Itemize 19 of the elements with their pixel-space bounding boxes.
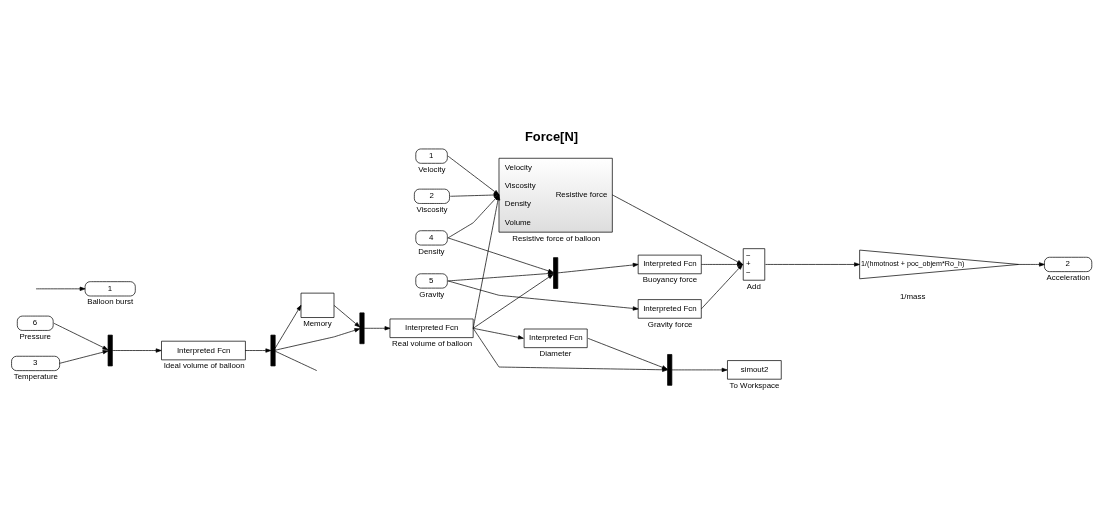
node-label: Ideal volume of balloon <box>163 360 245 370</box>
diagram-title: Force[N] <box>524 128 579 144</box>
node-label: Pressure <box>19 331 51 341</box>
node-label: Density <box>418 246 445 256</box>
node-label: To Workspace <box>729 380 780 390</box>
node-label: Balloon burst <box>87 296 134 306</box>
node-label: Add <box>746 281 761 291</box>
node-label: Memory <box>303 318 332 328</box>
node-label: Velocity <box>418 164 446 174</box>
node-label: Viscosity <box>416 204 448 214</box>
node-label: Acceleration <box>1046 272 1090 282</box>
node-label: Temperature <box>13 371 58 381</box>
node-label: 1/mass <box>899 291 926 301</box>
node-label: Gravity force <box>647 319 693 329</box>
node-label: Buoyancy force <box>642 274 698 284</box>
node-label: Real volume of balloon <box>392 338 473 348</box>
node-label: Resistive force of balloon <box>512 233 601 243</box>
node-label: Diameter <box>539 348 572 358</box>
node-label: Gravity <box>419 289 445 299</box>
